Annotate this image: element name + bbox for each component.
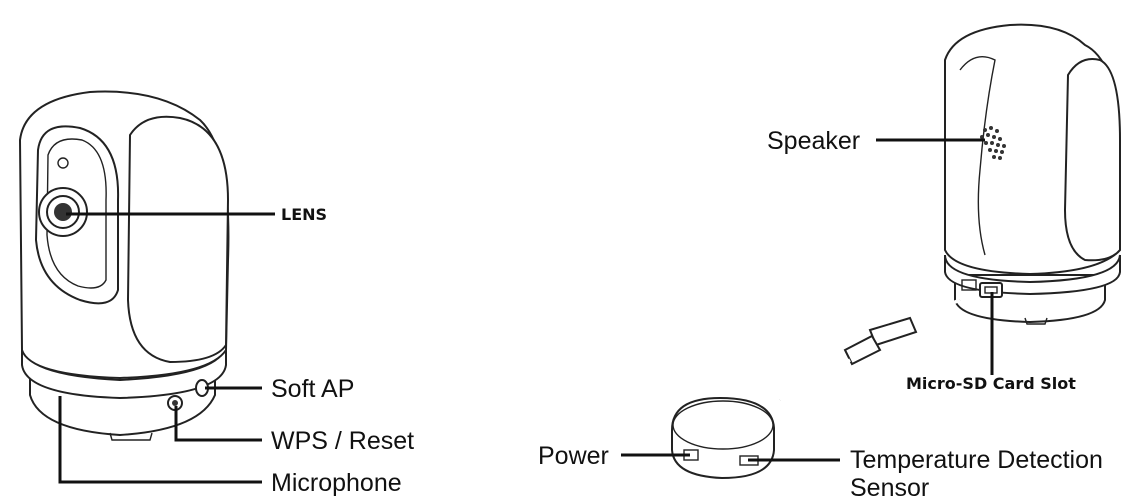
label-micro-sd-card-slot: Micro-SD Card Slot [906, 374, 1076, 393]
label-power: Power [538, 442, 609, 470]
label-speaker: Speaker [767, 127, 860, 155]
front-camera-illustration [18, 90, 230, 441]
wps-reset-leader-line [174, 406, 262, 442]
label-lens: LENS [281, 205, 327, 224]
speaker-grille [980, 126, 1006, 160]
label-microphone: Microphone [271, 469, 402, 497]
label-wps-reset: WPS / Reset [271, 427, 414, 455]
temperature-sensor-illustration [671, 298, 961, 480]
label-temperature-line1: Temperature Detection [850, 446, 1103, 474]
label-soft-ap: Soft AP [271, 375, 354, 403]
microphone-leader-line [58, 396, 262, 484]
label-temperature-line2: Sensor [850, 474, 929, 499]
back-camera-illustration [944, 23, 1122, 325]
